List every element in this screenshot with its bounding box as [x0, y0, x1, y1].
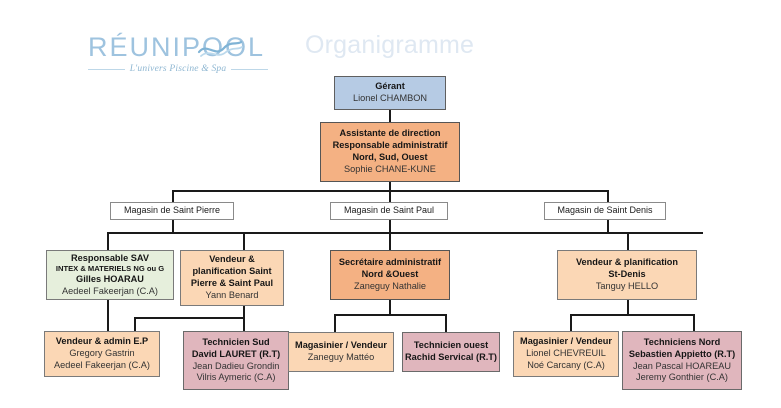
node-sav-name: Aedeel Fakeerjan (C.A) — [61, 285, 158, 296]
connector-to-vendeur-sd — [627, 232, 629, 250]
connector-to-store-denis — [607, 190, 609, 202]
node-sav-line1: Responsable SAV — [71, 252, 149, 263]
logo-rule-left — [88, 68, 125, 70]
node-vendeur-ep-line1: Vendeur & admin E.P — [55, 336, 149, 347]
connector-sd-child-right — [693, 314, 695, 332]
connector-store-denis-down — [607, 219, 609, 233]
connector-sav-down — [107, 299, 109, 331]
logo-wordmark: RÉUNIPOOL — [88, 32, 266, 62]
connector-to-store-paul — [389, 190, 391, 202]
node-vendeur-ep-name2: Aedeel Fakeerjan (C.A) — [53, 359, 150, 370]
node-technicien-ouest[interactable]: Technicien ouest Rachid Servical (R.T) — [402, 332, 500, 372]
node-vendeur-sd-line2: St-Denis — [608, 269, 646, 280]
node-tech-nord-line2: Sebastien Appietto (R.T) — [628, 348, 736, 359]
node-vendeur-sp-line3: Pierre & Saint Paul — [190, 278, 274, 288]
node-store-saint-paul[interactable]: Magasin de Saint Paul — [330, 202, 448, 220]
connector-mid-bus — [107, 232, 703, 234]
connector-manager-assistant — [389, 109, 391, 123]
connector-vendeur-sp-down — [243, 306, 245, 318]
node-assistant[interactable]: Assistante de direction Responsable admi… — [320, 122, 460, 182]
connector-store-pierre-down — [172, 219, 174, 233]
logo-rule-right — [231, 68, 269, 70]
node-sav-line3: Gilles HOARAU — [76, 273, 144, 284]
node-magasinier-n-name2: Noé Carcany (C.A) — [527, 359, 605, 370]
node-manager[interactable]: Gérant Lionel CHAMBON — [334, 76, 446, 110]
node-sav-line2: INTEX & MATERIELS NG ou G — [55, 264, 165, 274]
node-store-saint-denis-label: Magasin de Saint Denis — [557, 205, 653, 216]
page-title: Organigramme — [305, 31, 475, 59]
node-magasinier-vendeur-nord[interactable]: Magasinier / Vendeur Lionel CHEVREUIL No… — [513, 331, 619, 377]
node-vendeur-sp-name: Yann Benard — [205, 289, 259, 300]
node-store-saint-pierre[interactable]: Magasin de Saint Pierre — [110, 202, 234, 220]
node-secretaire-name: Zaneguy Nathalie — [353, 280, 426, 291]
node-assistant-line1: Assistante de direction — [339, 128, 441, 139]
connector-vendeur-sd-bus — [570, 314, 695, 316]
connector-assistant-down — [389, 181, 391, 192]
node-tech-ouest-line1: Technicien ouest — [413, 340, 489, 351]
node-store-saint-pierre-label: Magasin de Saint Pierre — [123, 205, 221, 216]
node-vendeur-sp-line1: Vendeur & — [209, 254, 255, 265]
connector-to-store-pierre — [172, 190, 174, 202]
node-tech-nord-name2: Jeremy Gonthier (C.A) — [636, 372, 728, 383]
node-techniciens-nord[interactable]: Techniciens Nord Sebastien Appietto (R.T… — [622, 331, 742, 390]
node-magasinier-vendeur-ouest[interactable]: Magasinier / Vendeur Zaneguy Mattéo — [288, 332, 394, 372]
node-manager-name: Lionel CHAMBON — [352, 93, 428, 103]
connector-vendeur-sp-bus — [134, 317, 244, 319]
node-technicien-sud[interactable]: Technicien Sud David LAURET (R.T) Jean D… — [183, 331, 289, 390]
connector-to-sav — [107, 232, 109, 250]
node-assistant-line2: Responsable administratif — [332, 140, 448, 151]
node-magasinier-o-line1: Magasinier / Vendeur — [295, 340, 387, 351]
reunipool-logo: RÉUNIPOOL L'univers Piscine & Spa — [88, 32, 269, 78]
node-tech-ouest-line2: Rachid Servical (R.T) — [405, 352, 497, 362]
logo-tagline-row: L'univers Piscine & Spa — [88, 64, 269, 74]
connector-store-paul-down — [389, 219, 391, 233]
connector-sd-child-left — [570, 314, 572, 332]
connector-sp-child-left — [134, 317, 136, 331]
node-magasinier-n-name1: Lionel CHEVREUIL — [526, 348, 606, 359]
node-vendeur-sp-line2: planification Saint — [192, 266, 272, 277]
node-tech-sud-name2: Vilris Aymeric (C.A) — [196, 372, 276, 383]
node-tech-nord-name1: Jean Pascal HOAREAU — [632, 360, 732, 371]
node-magasinier-o-name1: Zaneguy Mattéo — [307, 352, 375, 362]
node-tech-nord-line1: Techniciens Nord — [643, 336, 721, 347]
node-vendeur-planification-sp[interactable]: Vendeur & planification Saint Pierre & S… — [180, 250, 284, 306]
connector-to-secretaire — [389, 232, 391, 250]
node-manager-title: Gérant — [375, 81, 405, 92]
logo-tagline: L'univers Piscine & Spa — [129, 64, 227, 74]
node-assistant-line3: Nord, Sud, Ouest — [352, 152, 428, 162]
node-vendeur-admin-ep[interactable]: Vendeur & admin E.P Gregory Gastrin Aede… — [44, 331, 160, 377]
node-vendeur-sd-name: Tanguy HELLO — [595, 280, 659, 291]
node-secretaire-line1: Secrétaire administratif — [338, 257, 442, 268]
connector-vendeur-sd-down — [627, 300, 629, 315]
node-secretaire-administratif[interactable]: Secrétaire administratif Nord &Ouest Zan… — [330, 250, 450, 300]
node-secretaire-line2: Nord &Ouest — [361, 269, 419, 280]
connector-secretaire-down — [389, 300, 391, 315]
node-vendeur-sd-line1: Vendeur & planification — [575, 257, 679, 268]
node-tech-sud-line1: Technicien Sud — [202, 336, 270, 347]
connector-sec-child-left — [334, 314, 336, 332]
connector-secretaire-bus — [334, 314, 446, 316]
connector-sec-child-right — [445, 314, 447, 332]
node-tech-sud-name1: Jean Dadieu Grondin — [192, 360, 280, 371]
node-magasinier-n-line1: Magasinier / Vendeur — [520, 336, 612, 347]
connector-sp-child-right — [243, 317, 245, 331]
node-store-saint-paul-label: Magasin de Saint Paul — [343, 205, 435, 216]
connector-to-vendeur-sp — [243, 232, 245, 250]
node-tech-sud-line2: David LAURET (R.T) — [191, 348, 281, 359]
node-vendeur-ep-name1: Gregory Gastrin — [69, 348, 135, 359]
node-responsable-sav[interactable]: Responsable SAV INTEX & MATERIELS NG ou … — [46, 250, 174, 300]
node-assistant-name: Sophie CHANE-KUNE — [344, 163, 436, 174]
node-vendeur-planification-sd[interactable]: Vendeur & planification St-Denis Tanguy … — [557, 250, 697, 300]
node-store-saint-denis[interactable]: Magasin de Saint Denis — [544, 202, 666, 220]
